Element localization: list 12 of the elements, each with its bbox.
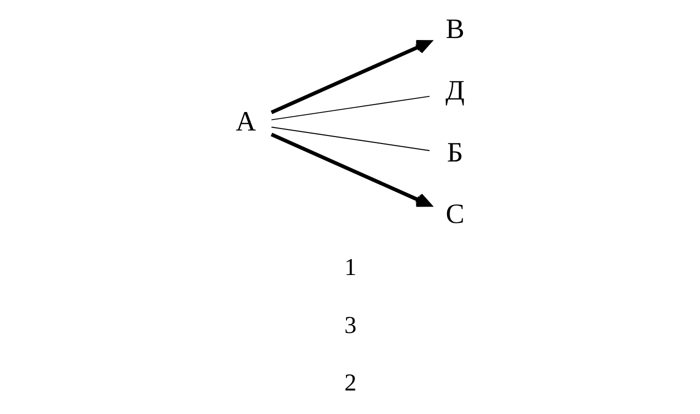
connector (270, 126, 430, 152)
node-text: А (235, 106, 256, 138)
arrow (270, 132, 431, 207)
node-text: Д (445, 76, 464, 107)
node-text: Б (446, 137, 463, 168)
arrow (270, 40, 431, 114)
connector (270, 96, 430, 120)
label: 1 (344, 254, 356, 281)
node-text: С (445, 198, 464, 230)
node-text: В (445, 14, 464, 46)
label: 3 (344, 312, 356, 339)
label: 2 (344, 370, 356, 397)
